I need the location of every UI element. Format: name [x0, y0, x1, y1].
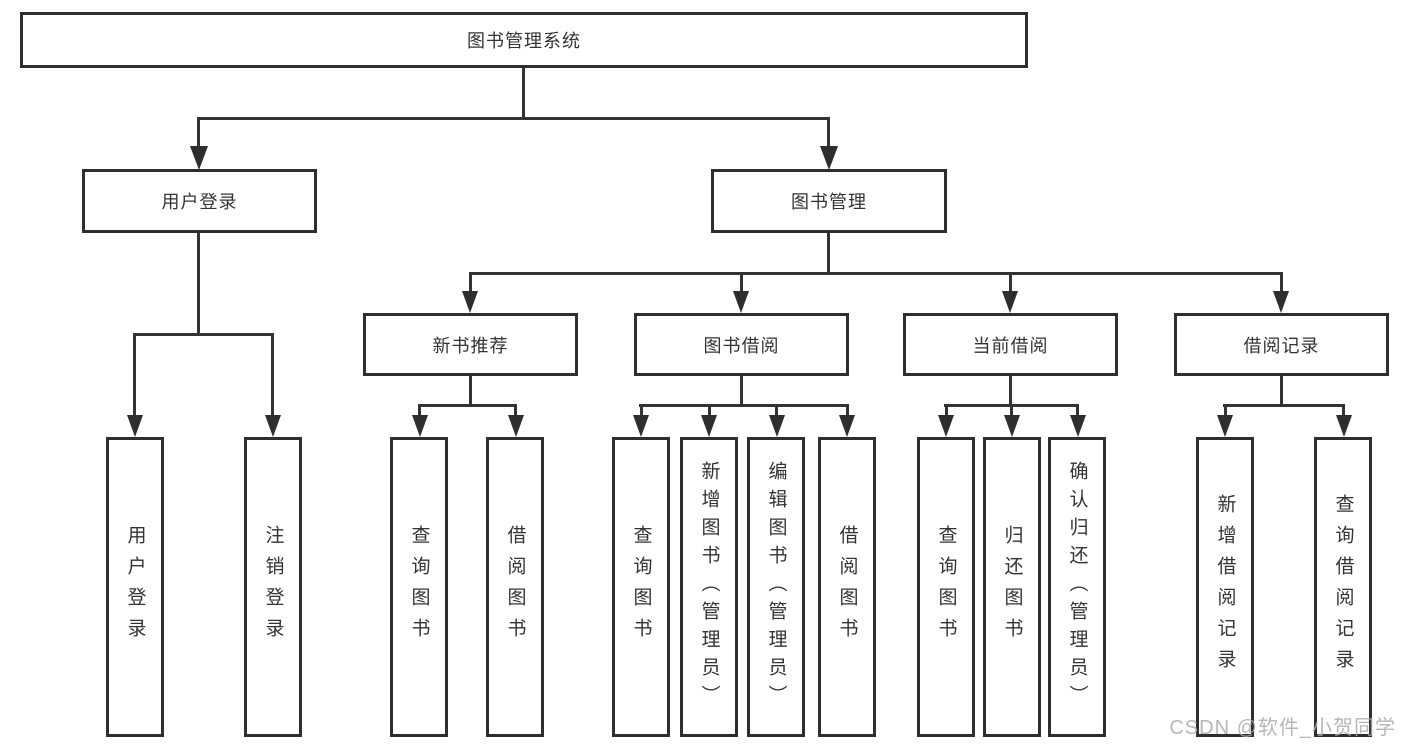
arrow-down-icon: [412, 415, 428, 437]
node-borrowing-records-label: 借阅记录: [1243, 335, 1320, 356]
arrow-down-icon: [462, 291, 478, 313]
leaf-query-books-borrowing-label: 查询图书: [630, 525, 652, 649]
connector-leaf-drop: [514, 405, 517, 417]
node-book-borrowing-label: 图书借阅: [703, 335, 780, 356]
connector-book-mgmt-stem: [827, 233, 830, 275]
leaf-borrow-books: 借阅图书: [818, 437, 876, 737]
connector-groupA-split: [418, 404, 517, 407]
leaf-return-books-label: 归还图书: [1001, 525, 1023, 649]
connector-groupC-stem: [1009, 376, 1012, 406]
leaf-add-borrow-record: 新增借阅记录: [1196, 437, 1254, 737]
node-borrowing-records: 借阅记录: [1174, 313, 1389, 376]
connector-book-mgmt-drop: [827, 118, 830, 148]
csdn-watermark: CSDN @软件_小贺同学: [1169, 717, 1396, 739]
leaf-confirm-return-admin: 确认归还（管理员）: [1048, 437, 1106, 737]
leaf-edit-books-admin-label: 编辑图书（管理员）: [765, 461, 787, 713]
leaf-borrow-books-recommend: 借阅图书: [486, 437, 544, 737]
leaf-add-borrow-record-label: 新增借阅记录: [1214, 494, 1236, 680]
arrow-down-icon: [701, 415, 717, 437]
leaf-confirm-return-admin-label: 确认归还（管理员）: [1066, 461, 1088, 713]
node-book-management-label: 图书管理: [791, 192, 867, 212]
leaf-edit-books-admin: 编辑图书（管理员）: [747, 437, 805, 737]
arrow-down-icon: [938, 415, 954, 437]
leaf-borrow-books-label: 借阅图书: [836, 525, 858, 649]
connector-leaf-drop: [271, 333, 274, 415]
leaf-borrow-books-recommend-label: 借阅图书: [504, 525, 526, 649]
connector-groupD-stem: [1280, 376, 1283, 406]
connector-leaf-drop: [133, 333, 136, 415]
connector-leaf-drop: [1076, 405, 1079, 417]
connector-leaf-drop: [418, 405, 421, 417]
connector-user-login-stem: [197, 233, 200, 336]
connector-leaf-drop: [945, 405, 948, 417]
leaf-logout-label: 注销登录: [262, 525, 284, 649]
node-new-book-recommend: 新书推荐: [363, 313, 578, 376]
node-current-borrowing: 当前借阅: [903, 313, 1118, 376]
leaf-add-books-admin-label: 新增图书（管理员）: [698, 461, 720, 713]
arrow-down-icon: [733, 291, 749, 313]
node-new-book-recommend-label: 新书推荐: [432, 335, 509, 356]
leaf-add-books-admin: 新增图书（管理员）: [680, 437, 738, 737]
arrow-down-icon: [508, 415, 524, 437]
connector-groupB-split: [639, 404, 849, 407]
arrow-down-icon: [127, 415, 143, 437]
leaf-query-books-current: 查询图书: [917, 437, 975, 737]
leaf-query-borrow-record: 查询借阅记录: [1314, 437, 1372, 737]
connector-user-login-split: [133, 333, 274, 336]
connector-l2-drop: [1280, 273, 1283, 293]
node-root-library-system: 图书管理系统: [20, 12, 1028, 68]
connector-groupA-stem: [469, 376, 472, 406]
node-current-borrowing-label: 当前借阅: [972, 335, 1049, 356]
leaf-user-login-label: 用户登录: [124, 525, 146, 649]
node-root-label: 图书管理系统: [467, 31, 581, 51]
leaf-logout: 注销登录: [244, 437, 302, 737]
node-user-login-label: 用户登录: [161, 192, 238, 212]
leaf-query-borrow-record-label: 查询借阅记录: [1332, 494, 1354, 680]
connector-groupD-split: [1223, 404, 1345, 407]
connector-l2-drop: [469, 273, 472, 293]
arrow-down-icon: [633, 415, 649, 437]
connector-leaf-drop: [775, 405, 778, 417]
connector-user-login-drop: [197, 118, 200, 148]
node-book-management: 图书管理: [711, 169, 947, 233]
connector-leaf-drop: [846, 405, 849, 417]
connector-leaf-drop: [1342, 405, 1345, 417]
arrow-down-icon: [820, 146, 838, 170]
arrow-down-icon: [1004, 415, 1020, 437]
arrow-down-icon: [1217, 415, 1233, 437]
connector-leaf-drop: [1224, 405, 1227, 417]
leaf-query-books-recommend: 查询图书: [390, 437, 448, 737]
connector-leaf-drop: [708, 405, 711, 417]
arrow-down-icon: [1070, 415, 1086, 437]
leaf-user-login: 用户登录: [106, 437, 164, 737]
arrow-down-icon: [265, 415, 281, 437]
connector-level2-split: [469, 272, 1283, 275]
leaf-query-books-borrowing: 查询图书: [612, 437, 670, 737]
connector-l2-drop: [740, 273, 743, 293]
connector-level1-split: [197, 117, 830, 120]
arrow-down-icon: [190, 146, 208, 170]
arrow-down-icon: [1002, 291, 1018, 313]
node-book-borrowing: 图书借阅: [634, 313, 849, 376]
leaf-return-books: 归还图书: [983, 437, 1041, 737]
arrow-down-icon: [1336, 415, 1352, 437]
connector-root-stem: [522, 68, 525, 120]
arrow-down-icon: [839, 415, 855, 437]
connector-leaf-drop: [640, 405, 643, 417]
leaf-query-books-recommend-label: 查询图书: [408, 525, 430, 649]
connector-leaf-drop: [1010, 405, 1013, 417]
node-user-login: 用户登录: [82, 169, 317, 233]
arrow-down-icon: [769, 415, 785, 437]
connector-groupB-stem: [740, 376, 743, 406]
leaf-query-books-current-label: 查询图书: [935, 525, 957, 649]
connector-l2-drop: [1009, 273, 1012, 293]
arrow-down-icon: [1273, 291, 1289, 313]
